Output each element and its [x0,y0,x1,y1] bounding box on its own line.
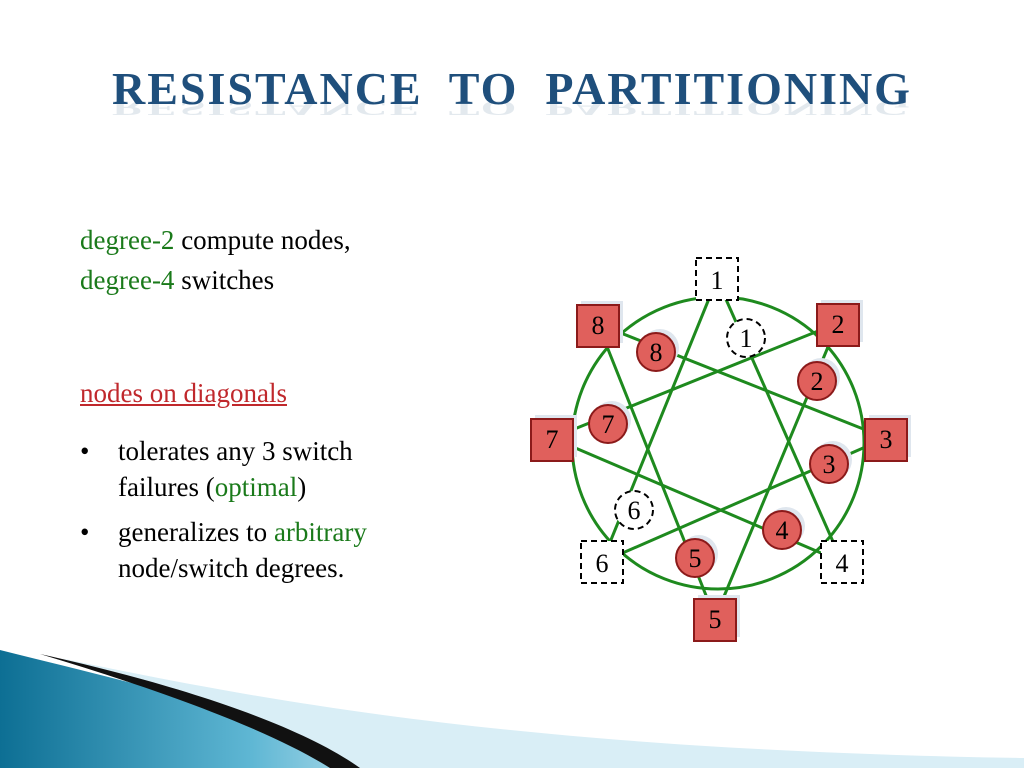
section-heading: nodes on diagonals [80,378,287,408]
swoosh-black [40,654,360,768]
slide-title: RESISTANCE TO PARTITIONING [112,63,912,114]
bullet-line: generalizes to arbitrary [118,517,367,547]
switch-failed: 6 [580,540,624,584]
intro-line-1: degree-2 compute nodes, [80,225,351,256]
switch-label: 5 [709,605,722,634]
compute-node-label: 6 [628,496,641,525]
compute-node-label: 1 [740,324,753,353]
intro-compute-nodes: compute nodes, [174,225,351,255]
switch: 2 [816,300,863,347]
switch-failed: 4 [820,540,864,584]
compute-node-label: 7 [602,410,615,439]
compute-node-label: 3 [823,450,836,479]
switch-failed: 1 [695,257,739,301]
switch-label: 7 [546,425,559,454]
switch: 3 [864,415,911,462]
intro-switches: switches [174,265,275,295]
bullet-line: tolerates any 3 switch [118,436,353,466]
compute-node-label: 8 [650,338,663,367]
bullet-highlight-arbitrary: arbitrary [273,517,367,547]
bullet-highlight-optimal: optimal [214,472,298,502]
switch: 7 [530,415,577,462]
switch: 5 [693,595,740,642]
bullet-text: generalizes to arbitrary node/switch deg… [118,514,367,586]
compute-node: 2 [797,358,840,401]
intro-degree-4: degree-4 [80,265,175,295]
compute-node-failed: 1 [726,318,766,358]
slide-title-reflection: RESISTANCE TO PARTITIONING [112,96,912,120]
bullet-text-part: generalizes to [118,517,274,547]
switch-label: 3 [880,425,893,454]
decorative-swoosh [0,650,1024,768]
bullet-marker: • [80,436,90,466]
switch: 8 [576,301,623,348]
bullet-text-part: ) [297,472,307,502]
compute-node: 7 [588,401,631,444]
switch-label: 8 [592,311,605,340]
compute-node: 5 [675,535,718,578]
network-diagram: 1 2 3 4 5 6 7 8 1 2 3 4 5 6 7 8 [530,257,911,642]
bullet-text: tolerates any 3 switch failures (optimal… [118,433,353,505]
compute-node: 4 [762,507,805,550]
intro-line-2: degree-4 switches [80,265,274,296]
compute-node: 8 [636,329,679,372]
switch-label: 1 [711,266,724,295]
switch-label: 2 [832,310,845,339]
bullet-line: failures (optimal) [118,472,306,502]
compute-node: 3 [809,441,852,484]
compute-node-label: 4 [776,516,789,545]
switch-label: 4 [836,549,849,578]
bullet-marker: • [80,517,90,547]
switch-label: 6 [596,549,609,578]
bullet-text-part: failures ( [118,472,215,502]
compute-node-failed: 6 [614,490,654,530]
intro-degree-2: degree-2 [80,225,175,255]
bullet-line: node/switch degrees. [118,553,345,583]
compute-node-label: 5 [689,544,702,573]
compute-node-label: 2 [811,367,824,396]
